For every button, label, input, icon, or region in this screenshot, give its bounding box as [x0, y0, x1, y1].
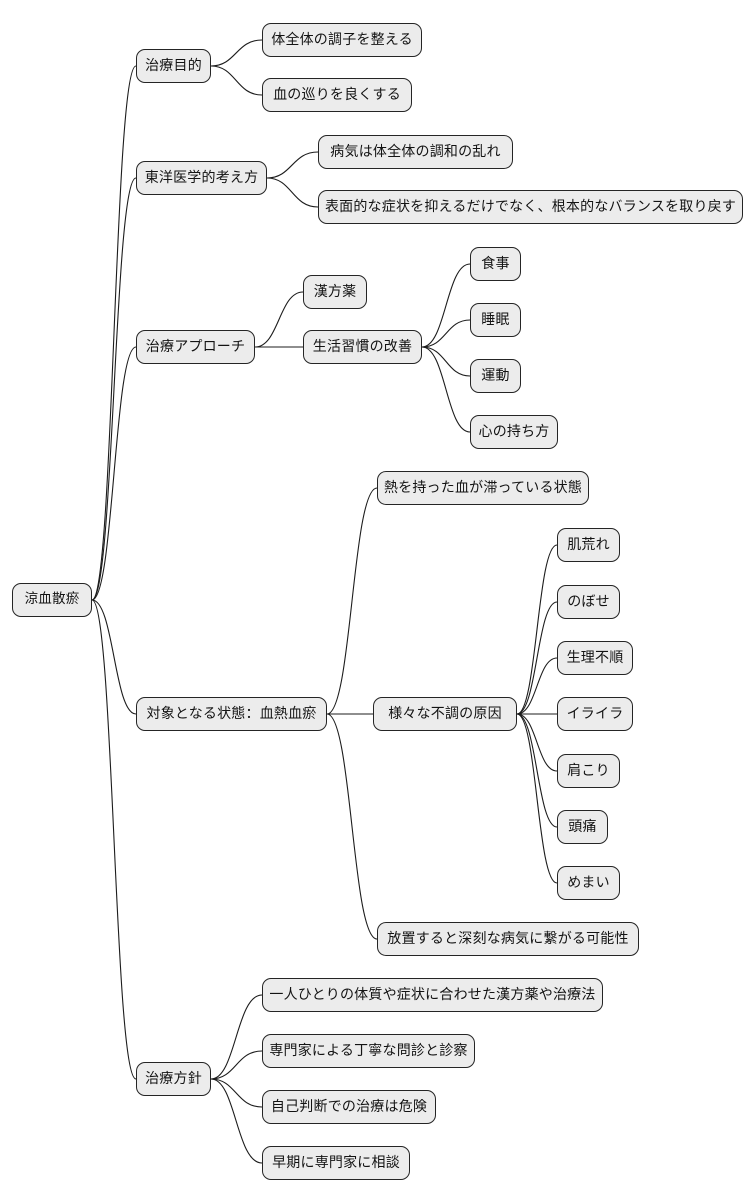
- node-symptom-headache[interactable]: 頭痛: [557, 810, 608, 844]
- edge-b5-to-b5c3: [210, 1078, 263, 1108]
- node-root-label: 涼血散瘀: [24, 591, 80, 608]
- node-blood-circulation-label: 血の巡りを良くする: [273, 87, 401, 103]
- node-treatment-purpose[interactable]: 治療目的: [136, 49, 211, 83]
- node-symptom-irritability-label: イライラ: [566, 706, 624, 722]
- node-treatment-approach[interactable]: 治療アプローチ: [136, 330, 255, 364]
- node-early-expert-advice[interactable]: 早期に専門家に相談: [262, 1146, 410, 1180]
- node-symptom-hot-flush[interactable]: のぼせ: [557, 585, 620, 619]
- edge-b4c2-to-b4c2a: [516, 544, 558, 715]
- node-risk-serious-illness-label: 放置すると深刻な病気に繋がる可能性: [387, 931, 629, 947]
- node-symptom-dizziness-label: めまい: [567, 875, 610, 891]
- node-symptom-rough-skin[interactable]: 肌荒れ: [557, 528, 620, 562]
- node-sleep-label: 睡眠: [481, 312, 510, 328]
- node-restore-fundamental-balance-label: 表面的な症状を抑えるだけでなく、根本的なバランスを取り戻す: [324, 199, 737, 215]
- node-target-condition-label: 対象となる状態：血熱血瘀: [146, 706, 317, 722]
- edge-b3c2-to-b3c2b: [421, 319, 471, 348]
- node-blood-circulation[interactable]: 血の巡りを良くする: [262, 78, 412, 112]
- node-root[interactable]: 涼血散瘀: [12, 583, 92, 617]
- node-whole-body-balance[interactable]: 体全体の調子を整える: [262, 23, 422, 57]
- node-symptom-dizziness[interactable]: めまい: [557, 866, 620, 900]
- node-expert-consultation-exam[interactable]: 専門家による丁寧な問診と診察: [262, 1034, 475, 1068]
- node-whole-body-balance-label: 体全体の調子を整える: [271, 32, 413, 48]
- edge-b1-to-b1c2: [210, 65, 263, 96]
- edge-root-to-b4: [91, 599, 137, 715]
- node-target-condition[interactable]: 対象となる状態：血熱血瘀: [136, 697, 327, 731]
- node-treatment-policy-label: 治療方針: [145, 1071, 202, 1087]
- node-symptom-rough-skin-label: 肌荒れ: [567, 537, 610, 553]
- edge-b3c2-to-b3c2d: [421, 346, 471, 433]
- node-symptom-hot-flush-label: のぼせ: [567, 594, 610, 610]
- node-mindset-label: 心の持ち方: [478, 424, 550, 440]
- edge-b5-to-b5c4: [210, 1078, 263, 1164]
- node-self-diagnosis-risk[interactable]: 自己判断での治療は危険: [262, 1090, 436, 1124]
- edge-b4-to-b4c1: [326, 487, 378, 715]
- node-oriental-medicine-concept[interactable]: 東洋医学的考え方: [136, 161, 267, 195]
- node-treatment-approach-label: 治療アプローチ: [145, 339, 246, 355]
- node-symptom-stiff-shoulders-label: 肩こり: [567, 763, 610, 779]
- node-kampo-medicine[interactable]: 漢方薬: [303, 275, 367, 309]
- node-self-diagnosis-risk-label: 自己判断での治療は危険: [270, 1099, 428, 1115]
- edge-b4c2-to-b4c2b: [516, 601, 558, 715]
- node-symptom-stiff-shoulders[interactable]: 肩こり: [557, 754, 620, 788]
- edge-root-to-b2: [91, 177, 137, 601]
- node-risk-serious-illness[interactable]: 放置すると深刻な病気に繋がる可能性: [377, 922, 639, 956]
- node-exercise-label: 運動: [481, 368, 510, 384]
- edge-b5-to-b5c1: [210, 994, 263, 1080]
- node-illness-is-disharmony[interactable]: 病気は体全体の調和の乱れ: [318, 135, 513, 169]
- node-early-expert-advice-label: 早期に専門家に相談: [272, 1155, 400, 1171]
- edge-b4-to-b4c3: [326, 713, 378, 940]
- node-symptom-irregular-menstruation-label: 生理不順: [566, 650, 624, 666]
- node-kampo-medicine-label: 漢方薬: [313, 284, 357, 300]
- edge-b2-to-b2c1: [266, 151, 319, 179]
- edge-b3c2-to-b3c2a: [421, 263, 471, 348]
- node-oriental-medicine-concept-label: 東洋医学的考え方: [144, 170, 259, 186]
- edge-b4c2-to-b4c2g: [516, 713, 558, 884]
- node-stagnant-hot-blood[interactable]: 熱を持った血が滞っている状態: [377, 471, 589, 505]
- node-diet-label: 食事: [481, 256, 510, 272]
- node-cause-of-ailments-label: 様々な不調の原因: [388, 706, 502, 722]
- edge-b4c2-to-b4c2e: [516, 713, 558, 772]
- node-restore-fundamental-balance[interactable]: 表面的な症状を抑えるだけでなく、根本的なバランスを取り戻す: [318, 190, 743, 224]
- node-sleep[interactable]: 睡眠: [470, 303, 521, 337]
- edge-root-to-b3: [91, 346, 137, 601]
- node-individualized-treatment-label: 一人ひとりの体質や症状に合わせた漢方薬や治療法: [269, 987, 596, 1003]
- node-treatment-purpose-label: 治療目的: [145, 58, 202, 74]
- node-individualized-treatment[interactable]: 一人ひとりの体質や症状に合わせた漢方薬や治療法: [262, 978, 603, 1012]
- node-expert-consultation-exam-label: 専門家による丁寧な問診と診察: [269, 1043, 468, 1059]
- edge-b1-to-b1c1: [210, 39, 263, 67]
- node-symptom-irregular-menstruation[interactable]: 生理不順: [557, 641, 633, 675]
- node-symptom-irritability[interactable]: イライラ: [557, 697, 633, 731]
- node-lifestyle-improvement-label: 生活習慣の改善: [312, 339, 413, 355]
- node-cause-of-ailments[interactable]: 様々な不調の原因: [373, 697, 517, 731]
- node-treatment-policy[interactable]: 治療方針: [136, 1062, 211, 1096]
- node-exercise[interactable]: 運動: [470, 359, 521, 393]
- node-lifestyle-improvement[interactable]: 生活習慣の改善: [303, 330, 422, 364]
- edge-b5-to-b5c2: [210, 1050, 263, 1080]
- node-symptom-headache-label: 頭痛: [568, 819, 597, 835]
- edge-b3-to-b3c1: [254, 291, 304, 348]
- node-diet[interactable]: 食事: [470, 247, 521, 281]
- node-stagnant-hot-blood-label: 熱を持った血が滞っている状態: [383, 480, 583, 496]
- edge-b2-to-b2c2: [266, 177, 319, 208]
- node-mindset[interactable]: 心の持ち方: [470, 415, 558, 449]
- edge-b3c2-to-b3c2c: [421, 346, 471, 377]
- edge-root-to-b5: [91, 599, 137, 1080]
- edge-b4c2-to-b4c2f: [516, 713, 558, 828]
- edge-b4c2-to-b4c2c: [516, 657, 558, 715]
- edge-root-to-b1: [91, 65, 137, 601]
- node-illness-is-disharmony-label: 病気は体全体の調和の乱れ: [330, 144, 501, 160]
